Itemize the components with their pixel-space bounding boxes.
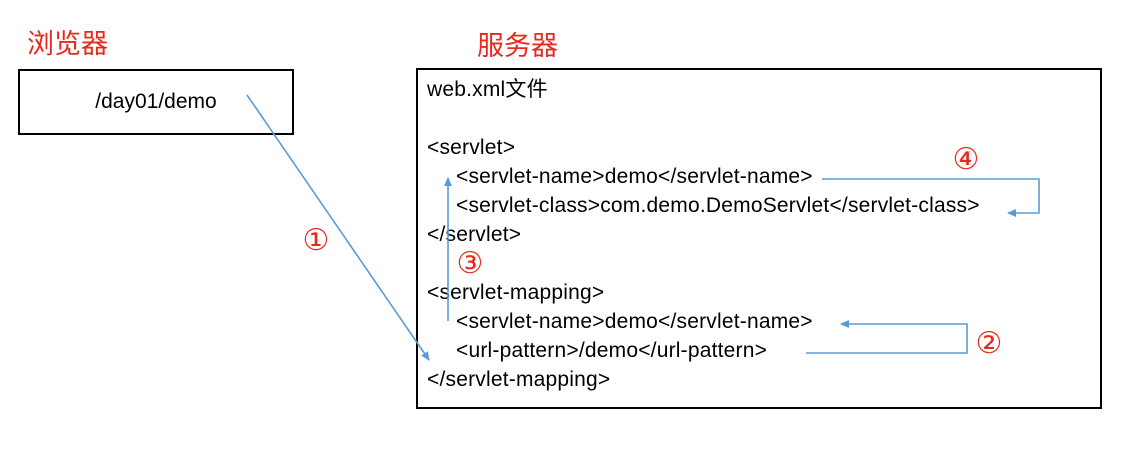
step-2-label: ②	[975, 326, 1003, 361]
server-section-title: 服务器	[477, 31, 558, 61]
webxml-file-label: web.xml文件	[427, 78, 548, 101]
step-4-label: ④	[952, 142, 980, 177]
code-line-servlet-mapping-close: </servlet-mapping>	[427, 368, 611, 391]
code-line-servlet-name: <servlet-name>demo</servlet-name>	[456, 165, 813, 188]
step-1-label: ①	[302, 223, 330, 258]
code-line-url-pattern: <url-pattern>/demo</url-pattern>	[456, 339, 768, 362]
browser-request-url: /day01/demo	[95, 90, 217, 113]
browser-request-box: /day01/demo	[18, 69, 294, 135]
code-line-servlet-close: </servlet>	[427, 223, 522, 246]
code-line-mapping-servlet-name: <servlet-name>demo</servlet-name>	[456, 310, 813, 333]
step-3-label: ③	[456, 246, 484, 281]
blank-line	[427, 104, 1100, 133]
code-line-servlet-mapping-open: <servlet-mapping>	[427, 281, 605, 304]
code-line-servlet-open: <servlet>	[427, 136, 516, 159]
code-line-servlet-class: <servlet-class>com.demo.DemoServlet</ser…	[456, 194, 980, 217]
code-line-blank	[427, 249, 1100, 278]
server-webxml-box: web.xml文件 <servlet> <servlet-name>demo</…	[416, 68, 1102, 409]
browser-section-title: 浏览器	[27, 29, 108, 59]
